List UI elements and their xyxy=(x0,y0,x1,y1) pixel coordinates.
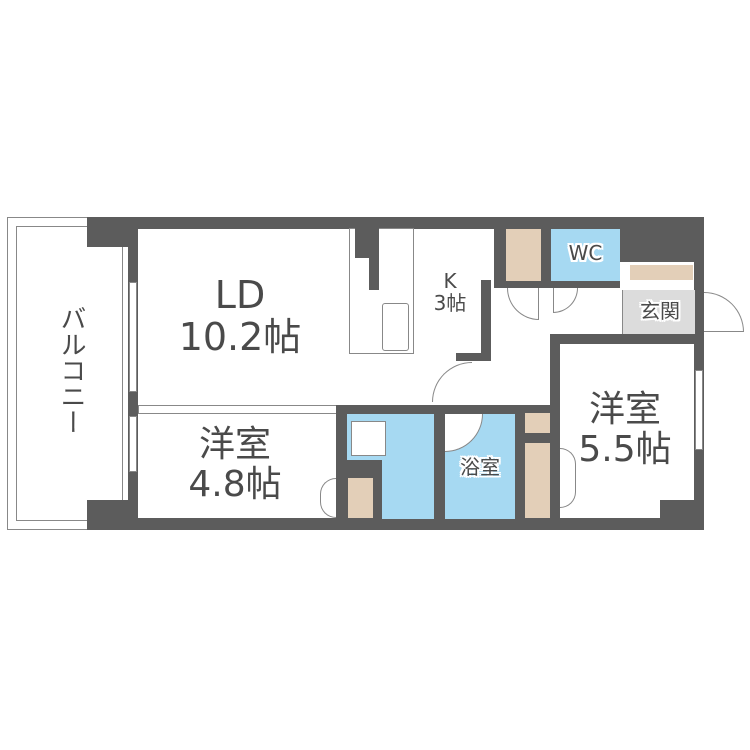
ld-door[interactable] xyxy=(432,362,472,402)
closet-door-western-1[interactable] xyxy=(320,478,336,518)
closet-door[interactable] xyxy=(507,288,539,320)
column-top-left xyxy=(87,217,137,247)
wall-kitchen-step-h xyxy=(456,353,491,361)
window-western-2 xyxy=(695,370,703,450)
wall-kitchen-step xyxy=(481,280,491,360)
room-western-2-size: 5.5帖 xyxy=(578,428,672,470)
window-western-1 xyxy=(129,416,137,472)
closet-door-western-2[interactable] xyxy=(560,448,576,508)
room-western-1-name: 洋室 xyxy=(198,424,271,465)
room-kitchen-size: 3帖 xyxy=(433,291,467,315)
closet-small xyxy=(525,413,550,433)
window-ld xyxy=(129,282,137,392)
room-wc-label: WC xyxy=(568,241,603,265)
column-top-right xyxy=(620,217,704,262)
entrance-door[interactable] xyxy=(704,292,744,332)
wall-entrance-bottom xyxy=(550,334,704,344)
closet-western-1 xyxy=(348,478,373,518)
entrance-floor xyxy=(622,290,695,334)
sliding-partition xyxy=(138,405,338,414)
washing-machine xyxy=(351,421,386,456)
room-ld-size: 10.2帖 xyxy=(178,314,302,359)
room-western-2-name: 洋室 xyxy=(588,389,661,430)
balcony-label: バルコニー xyxy=(56,305,86,435)
room-western-2: 洋室 5.5帖 xyxy=(570,390,680,469)
kitchen-wall-2 xyxy=(369,228,379,290)
room-kitchen: K 3帖 xyxy=(420,270,480,314)
room-wc xyxy=(551,229,620,281)
shoe-cabinet xyxy=(630,265,693,280)
room-entrance-label: 玄関 xyxy=(640,299,680,323)
sink xyxy=(382,303,409,351)
column-bottom-left xyxy=(87,500,137,530)
wc-door[interactable] xyxy=(553,288,578,313)
room-kitchen-name: K xyxy=(443,269,457,293)
closet-hall xyxy=(506,229,541,281)
room-ld: LD 10.2帖 xyxy=(150,273,330,359)
column-bottom-right xyxy=(660,500,704,530)
room-western-1-size: 4.8帖 xyxy=(188,463,282,505)
room-bath-label: 浴室 xyxy=(460,455,500,479)
closet-western-2 xyxy=(525,443,550,518)
wall-top xyxy=(87,217,704,229)
room-western-1: 洋室 4.8帖 xyxy=(170,425,300,504)
balcony xyxy=(7,217,132,530)
room-ld-name: LD xyxy=(214,273,266,317)
